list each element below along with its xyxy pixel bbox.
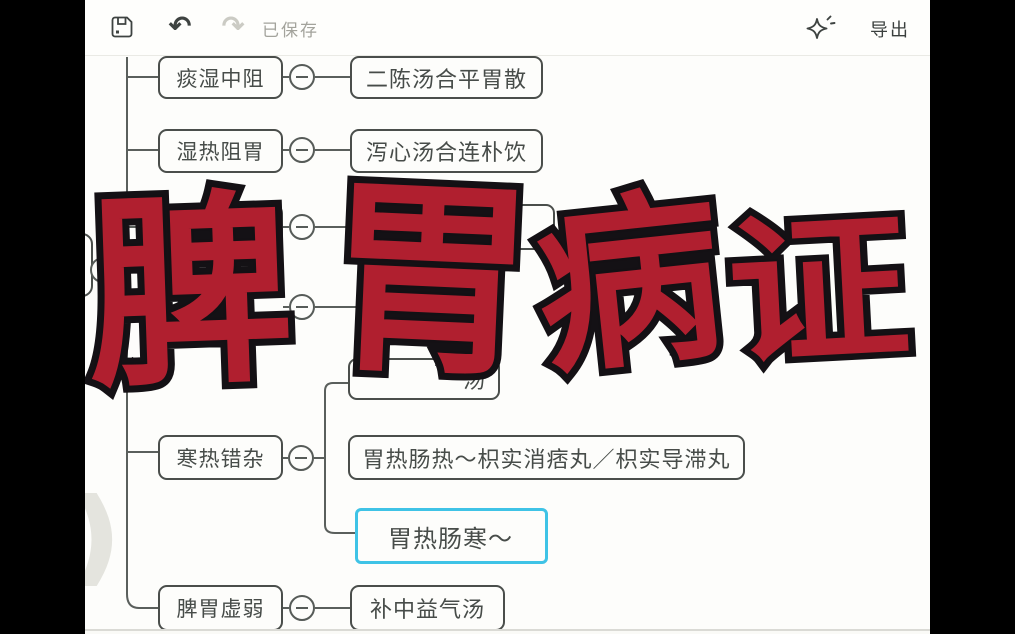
undo-arrow-icon: ↶ (168, 10, 192, 41)
bottom-edge-bar (85, 629, 930, 634)
collapse-button[interactable] (289, 64, 315, 90)
redo-arrow-icon: ↷ (221, 10, 245, 41)
collapse-button[interactable] (289, 595, 315, 621)
node-piwei-xuruo[interactable]: 脾胃虚弱 (158, 585, 283, 631)
node-shire-zuwei[interactable]: 湿热阻胃 (158, 129, 283, 173)
node-weire-changre[interactable]: 胃热肠热～枳实消痞丸／枳实导滞丸 (348, 435, 745, 480)
magic-beautify-button[interactable] (803, 11, 839, 45)
minus-icon (97, 269, 109, 271)
node-tang-hidden[interactable]: 汤 (348, 358, 500, 400)
minus-icon (296, 149, 308, 151)
undo-button[interactable]: ↶ (163, 8, 197, 44)
node-weire-changhan-selected[interactable]: 胃热肠寒～ (355, 508, 548, 564)
title-char-zheng: 证 (716, 187, 921, 397)
node-buzhong-yiqitang[interactable]: 补中益气汤 (350, 585, 505, 631)
collapse-button[interactable] (289, 294, 315, 320)
node-ganwei-buhe[interactable]: 和 (158, 204, 283, 250)
minus-icon (295, 457, 307, 459)
collapse-button[interactable] (289, 214, 315, 240)
redo-button[interactable]: ↷ (216, 8, 250, 44)
node-xiexintang[interactable]: 泻心汤合连朴饮 (350, 129, 543, 173)
node-zhushuwan[interactable]: 术丸 (350, 204, 555, 250)
save-status-text: 已保存 (262, 21, 319, 41)
paren-watermark: ) (85, 476, 121, 597)
minus-icon (296, 306, 308, 308)
right-black-bar (930, 0, 1015, 634)
node-erchentang[interactable]: 二陈汤合平胃散 (350, 56, 543, 99)
minus-icon (296, 226, 308, 228)
collapse-button[interactable] (288, 445, 314, 471)
export-button[interactable]: 导出 (864, 15, 916, 43)
node-tanshi-zhongzu[interactable]: 痰湿中阻 (158, 56, 283, 99)
top-toolbar: ↶ ↷ 已保存 导出 (85, 0, 930, 56)
mindmap-canvas[interactable]: ↶ ↷ 已保存 导出 痰湿中阻 二陈汤合平胃散 湿热阻胃 泻心汤合连朴饮 和 术… (85, 0, 930, 634)
collapse-button[interactable] (289, 137, 315, 163)
floppy-disk-icon (111, 16, 133, 38)
left-black-bar (0, 0, 85, 634)
root-collapse-button[interactable] (90, 257, 116, 283)
sparkle-star-icon (806, 15, 836, 39)
save-button[interactable] (107, 12, 137, 42)
minus-icon (296, 607, 308, 609)
node-hanre-cuoza[interactable]: 寒热错杂 (158, 435, 283, 480)
title-char-bing: 病 (519, 160, 740, 408)
minus-icon (296, 76, 308, 78)
